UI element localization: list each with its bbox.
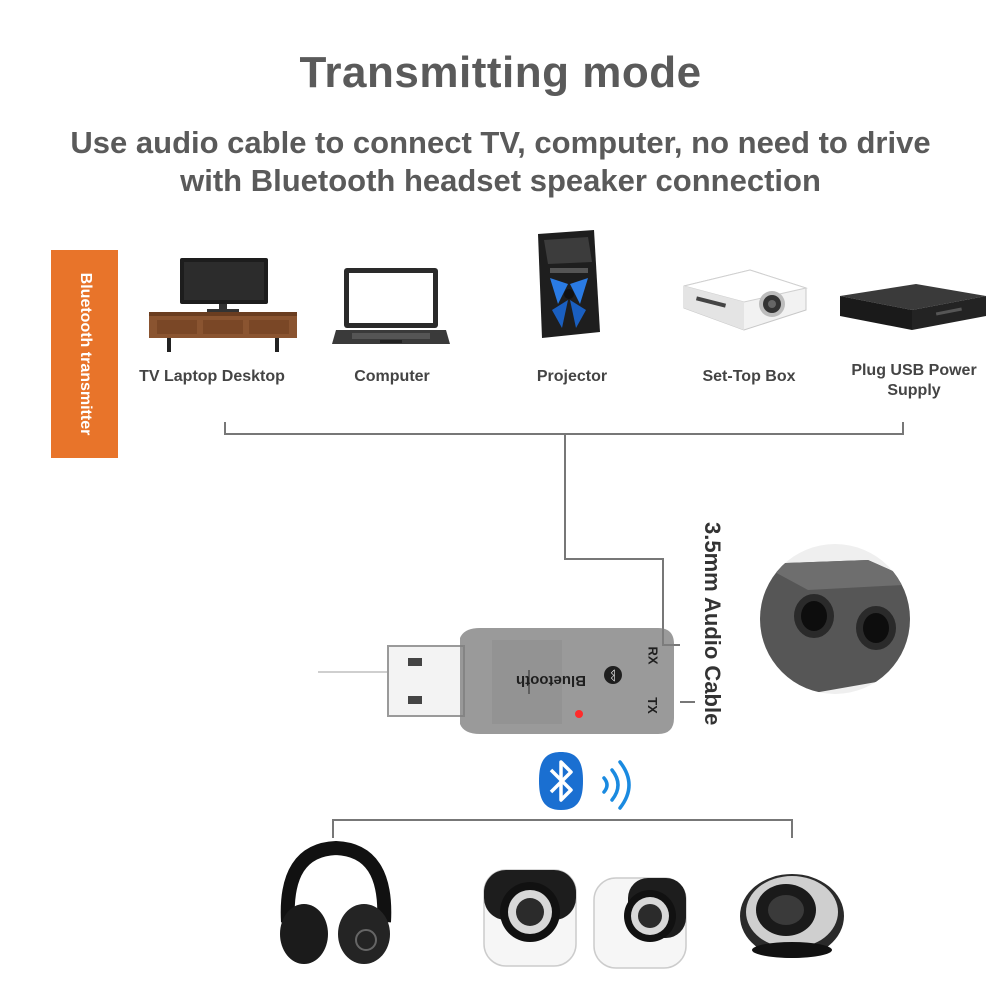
side-tag: Bluetooth transmitter	[51, 250, 118, 458]
audio-jack-closeup	[760, 544, 910, 694]
bluetooth-icon	[539, 752, 583, 810]
speakers-icon	[483, 869, 687, 969]
device-label-projector: Projector	[536, 368, 608, 385]
adapter-tx-label: TX	[644, 697, 660, 714]
adapter-rx-label: RX	[645, 646, 661, 665]
headphones-icon	[280, 840, 392, 964]
wireless-waves-icon	[602, 760, 631, 810]
page-subtitle: Use audio cable to connect TV, computer,…	[70, 125, 931, 198]
usb-adapter	[387, 628, 674, 734]
device-label-usb-power: Plug USB Power Supply	[851, 362, 977, 399]
adapter-brand-label: Bluetooth	[516, 672, 586, 689]
set-top-box-icon	[840, 284, 986, 330]
round-speaker-icon	[740, 874, 844, 958]
tv-cabinet-icon	[149, 258, 297, 352]
device-label-computer: Computer	[354, 368, 430, 385]
page-title: Transmitting mode	[299, 48, 702, 97]
device-label-tv: TV Laptop Desktop	[139, 368, 285, 385]
projector-icon	[683, 269, 808, 331]
laptop-icon	[332, 268, 450, 344]
adapter-bluetooth-icon: ᛒ	[604, 666, 622, 684]
pc-tower-icon	[538, 230, 600, 338]
device-label-set-top-box: Set-Top Box	[702, 368, 796, 385]
